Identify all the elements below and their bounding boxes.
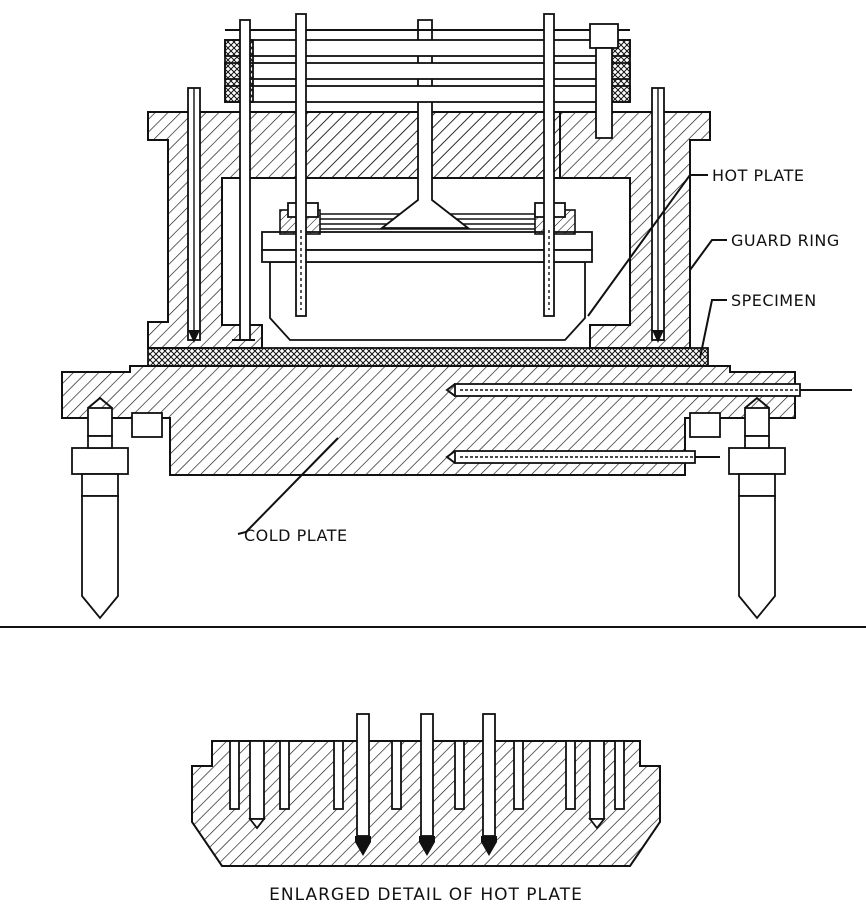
leader-specimen — [699, 299, 727, 359]
guard-ring-housing — [147, 111, 711, 349]
detail-thermocouple-wells — [355, 713, 497, 856]
cold-plate-probe-upper — [445, 383, 852, 397]
leader-guard-ring — [689, 239, 727, 271]
leader-hot-plate — [587, 174, 708, 317]
cold-plate-recess-right — [689, 412, 721, 438]
label-guard-ring: GUARD RING — [731, 231, 840, 250]
cold-plate-recess-left — [131, 412, 163, 438]
cold-plate-probe-lower — [445, 450, 720, 464]
label-cold-plate: COLD PLATE — [244, 526, 348, 545]
leader-cold-plate — [237, 437, 339, 535]
detail-caption: ENLARGED DETAIL OF HOT PLATE — [269, 885, 583, 905]
leveling-foot-right — [728, 396, 786, 620]
hot-plate-detail: ENLARGED DETAIL OF HOT PLATE — [191, 713, 661, 905]
top-plate-stack — [224, 29, 631, 103]
hot-plate-shim — [261, 249, 593, 263]
leveling-foot-left — [71, 396, 129, 620]
detail-bores — [229, 740, 625, 830]
vertical-rods — [187, 13, 665, 343]
specimen-layer — [147, 347, 709, 367]
label-specimen: SPECIMEN — [731, 291, 817, 310]
hot-plate-center-stem — [379, 19, 471, 229]
label-hot-plate: HOT PLATE — [712, 166, 805, 185]
main-assembly: HOT PLATE GUARD RING SPECIMEN COLD PLATE — [0, 13, 866, 628]
hot-plate-body — [269, 261, 586, 341]
